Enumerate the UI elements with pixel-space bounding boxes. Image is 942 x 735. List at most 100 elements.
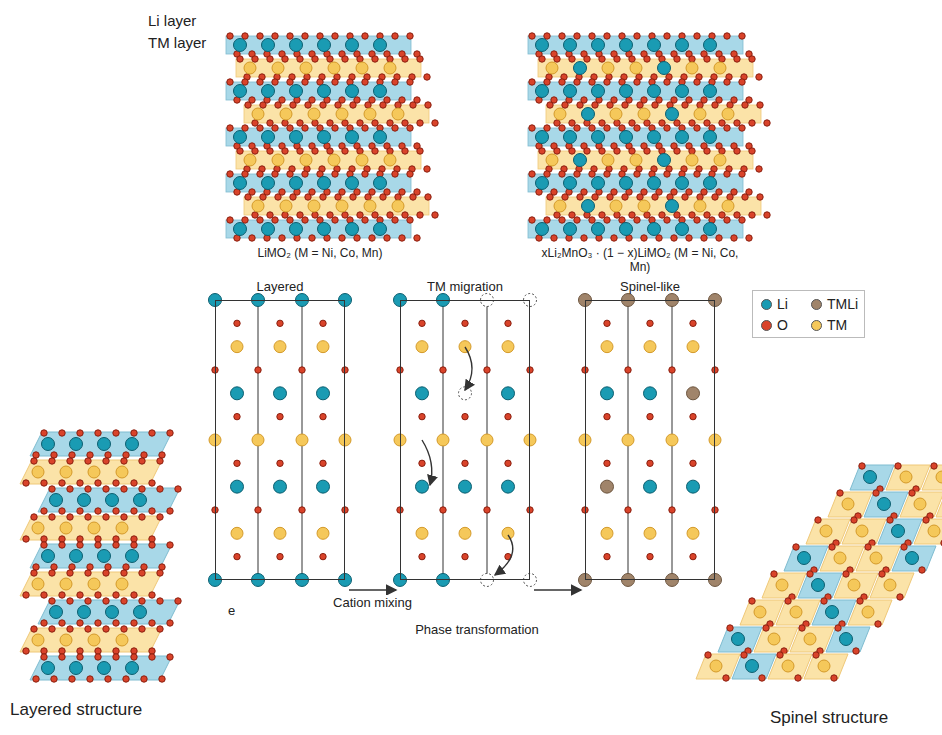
o-atom [320,102,326,108]
o-atom [539,148,545,154]
o-atom [419,460,425,466]
o-atom [505,320,511,326]
o-atom [771,571,777,577]
tm-atom [392,200,404,212]
o-atom [417,212,423,218]
o-atom [604,460,610,466]
o-atom [569,212,575,218]
o-atom [716,235,722,241]
li-atom [582,108,595,121]
o-atom [599,120,605,126]
o-atom [599,56,605,62]
li-atom [812,579,825,592]
o-atom [67,626,73,632]
li-atom [620,39,633,52]
o-atom [103,458,109,464]
o-atom [614,212,620,218]
li-atom [620,223,633,236]
o-atom [739,33,745,39]
o-atom [95,536,101,542]
o-atom [734,120,740,126]
o-atom [742,102,748,108]
o-atom [689,212,695,218]
tm-atom [630,62,642,74]
o-atom [69,564,75,570]
o-atom [724,79,730,85]
o-atom [574,217,580,223]
o-atom [365,194,371,200]
o-atom [31,626,37,632]
o-atom [392,79,398,85]
o-atom [121,598,127,604]
spinel-tile [804,654,848,679]
o-atom [417,56,423,62]
o-atom [644,56,650,62]
o-atom [332,125,338,131]
o-atom [664,171,670,177]
o-atom [41,508,47,514]
li-atom [78,606,91,619]
o-atom [277,320,283,326]
o-atom [690,553,696,559]
o-atom [462,553,468,559]
o-atom [149,620,155,626]
li-atom [746,660,759,673]
o-atom [674,120,680,126]
o-atom [749,598,755,604]
o-atom [157,598,163,604]
formula-caption: LiMO₂ (M = Ni, Co, Mn) [257,246,382,260]
o-atom [113,542,119,548]
li-atom [290,223,303,236]
o-atom [157,626,163,632]
o-atom [249,235,255,241]
o-atom [332,79,338,85]
o-atom [302,171,308,177]
o-atom [227,125,233,131]
li-atom [126,662,139,675]
li-atom [666,108,679,121]
o-atom [302,125,308,131]
o-atom [77,542,83,548]
o-atom [123,564,129,570]
tm-atom [280,108,292,120]
li-atom [687,480,700,493]
o-atom [592,194,598,200]
o-atom [724,217,730,223]
o-atom [277,553,283,559]
tm-atom [768,633,780,645]
o-atom [272,79,278,85]
o-atom [362,217,368,223]
o-atom [659,212,665,218]
o-atom [149,480,155,486]
li-atom [564,131,577,144]
tm-atom [834,552,846,564]
o-atom [529,33,535,39]
o-atom [857,598,863,604]
o-atom [629,212,635,218]
li-atom [564,177,577,190]
o-atom [669,507,675,513]
o-atom [279,235,285,241]
spinel-tile [870,573,914,598]
o-atom [357,56,363,62]
o-atom [33,676,39,682]
o-atom [629,120,635,126]
li-atom [318,177,331,190]
li-atom [70,438,83,451]
o-atom [835,625,841,631]
o-atom [664,125,670,131]
o-atom [574,79,580,85]
li-atom [592,223,605,236]
o-atom [559,125,565,131]
tm-atom [804,633,816,645]
o-atom [141,676,147,682]
o-atom [67,514,73,520]
li-atom [70,662,83,675]
li-atom [42,662,55,675]
o-atom [59,508,65,514]
o-atom [49,626,55,632]
o-atom [402,148,408,154]
li-atom [234,223,247,236]
o-atom [59,480,65,486]
li-atom [231,480,244,493]
